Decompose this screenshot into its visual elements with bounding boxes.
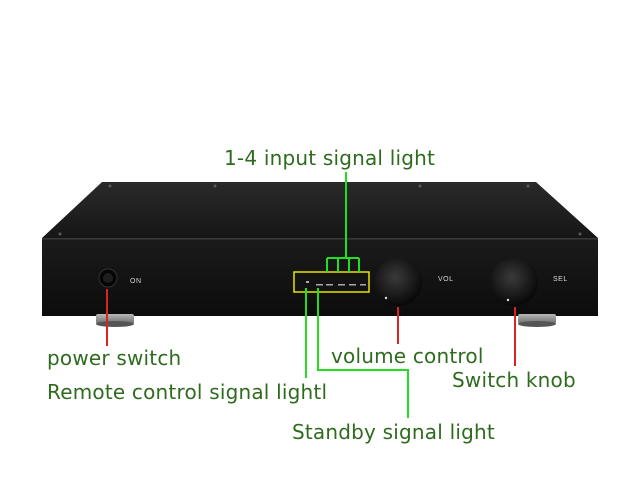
callout-input-lights: 1-4 input signal light bbox=[224, 146, 436, 170]
callout-remote-light: Remote control signal lightl bbox=[47, 380, 328, 404]
select-knob[interactable] bbox=[490, 258, 538, 306]
callout-volume-control: volume control bbox=[331, 344, 484, 368]
sel-label: SEL bbox=[553, 276, 568, 283]
input-lights-leader bbox=[326, 172, 360, 272]
front-feet bbox=[96, 314, 556, 327]
volume-knob[interactable] bbox=[374, 258, 422, 306]
input-lights-highlight bbox=[293, 271, 370, 293]
callout-power-switch: power switch bbox=[47, 346, 182, 370]
standby-light-leader bbox=[317, 288, 409, 418]
callout-standby-light: Standby signal light bbox=[292, 420, 495, 444]
power-label: ON bbox=[130, 278, 142, 285]
indicator-lights bbox=[306, 281, 366, 286]
callout-switch-knob: Switch knob bbox=[452, 368, 576, 392]
lid-screws bbox=[58, 184, 582, 236]
chassis-top bbox=[42, 182, 598, 238]
vol-label: VOL bbox=[438, 276, 454, 283]
